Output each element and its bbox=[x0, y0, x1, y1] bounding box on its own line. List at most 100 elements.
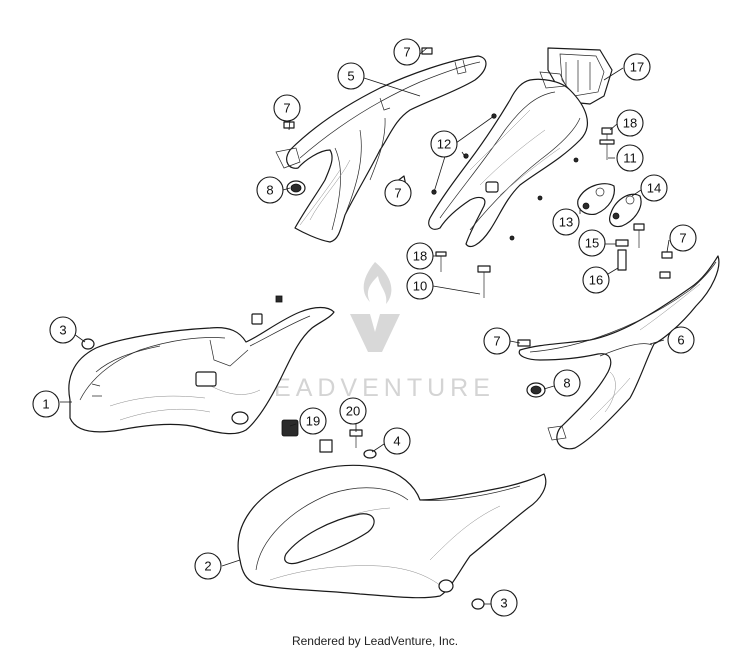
callout-circle bbox=[337, 62, 365, 90]
callout-5: 5 bbox=[337, 62, 365, 90]
callout-circle bbox=[490, 589, 518, 617]
side-panel-lower bbox=[237, 464, 547, 599]
callout-circle bbox=[384, 179, 412, 207]
callout-number: 16 bbox=[589, 273, 603, 288]
callout-17: 17 bbox=[623, 53, 651, 81]
callout-2: 2 bbox=[194, 552, 222, 580]
callout-6: 6 bbox=[667, 326, 695, 354]
grommet-left bbox=[286, 180, 306, 196]
callout-circle bbox=[406, 272, 434, 300]
hardware-right bbox=[615, 223, 673, 279]
callout-number: 11 bbox=[623, 151, 637, 166]
callout-7: 7 bbox=[273, 94, 301, 122]
callout-7: 7 bbox=[669, 224, 697, 252]
callout-16: 16 bbox=[582, 266, 610, 294]
callout-circle bbox=[194, 552, 222, 580]
rear-cover-right bbox=[518, 255, 720, 450]
callout-number: 7 bbox=[394, 186, 401, 201]
callout-number: 8 bbox=[563, 376, 570, 391]
footer-credit: Rendered by LeadVenture, Inc. bbox=[291, 634, 459, 648]
small-clip bbox=[251, 295, 283, 325]
callout-circle bbox=[393, 38, 421, 66]
hardware-lower-center bbox=[319, 429, 377, 459]
callout-number: 3 bbox=[59, 323, 66, 338]
callout-circle bbox=[578, 229, 606, 257]
callout-18: 18 bbox=[406, 242, 434, 270]
bracket-14 bbox=[609, 193, 642, 228]
callout-circle bbox=[406, 242, 434, 270]
callout-number: 18 bbox=[413, 249, 427, 264]
callout-number: 7 bbox=[679, 231, 686, 246]
callouts: 1 2 3 3 4 5 6 7 7 7 7 7 8 8 10 11 12 13 … bbox=[32, 38, 697, 617]
watermark-text: LEADVENTURE bbox=[255, 374, 495, 402]
callout-4: 4 bbox=[383, 427, 411, 455]
callout-10: 10 bbox=[406, 272, 434, 300]
callout-number: 17 bbox=[630, 60, 644, 75]
rivet bbox=[509, 235, 515, 241]
callout-8: 8 bbox=[553, 369, 581, 397]
callout-circle bbox=[299, 407, 327, 435]
callout-circle bbox=[256, 176, 284, 204]
bushing-left bbox=[81, 338, 95, 350]
callout-circle bbox=[383, 427, 411, 455]
callout-circle bbox=[640, 174, 668, 202]
callout-circle bbox=[552, 208, 580, 236]
callout-circle bbox=[483, 327, 511, 355]
rivet bbox=[573, 157, 579, 163]
grommet-right bbox=[526, 382, 546, 398]
bushing-lower bbox=[471, 598, 485, 610]
rivet bbox=[463, 153, 469, 159]
callout-number: 6 bbox=[677, 333, 684, 348]
callout-circle bbox=[669, 224, 697, 252]
callout-number: 14 bbox=[647, 181, 661, 196]
callout-number: 19 bbox=[306, 414, 320, 429]
callout-circle bbox=[667, 326, 695, 354]
watermark-v-icon bbox=[350, 314, 400, 352]
callout-number: 2 bbox=[204, 559, 211, 574]
rivet bbox=[537, 195, 543, 201]
callout-number: 15 bbox=[585, 236, 599, 251]
callout-circle bbox=[273, 94, 301, 122]
clip-19 bbox=[281, 419, 299, 437]
bracket-13 bbox=[577, 183, 615, 215]
callout-number: 7 bbox=[283, 101, 290, 116]
callout-20: 20 bbox=[339, 397, 367, 425]
callout-circle bbox=[32, 390, 60, 418]
callout-7: 7 bbox=[483, 327, 511, 355]
callout-3: 3 bbox=[49, 316, 77, 344]
callout-number: 3 bbox=[500, 596, 507, 611]
watermark: LEADVENTURE bbox=[255, 262, 495, 402]
callout-circle bbox=[582, 266, 610, 294]
callout-7: 7 bbox=[384, 179, 412, 207]
callout-number: 8 bbox=[266, 183, 273, 198]
callout-circle bbox=[49, 316, 77, 344]
callout-circle bbox=[616, 144, 644, 172]
callout-15: 15 bbox=[578, 229, 606, 257]
callout-14: 14 bbox=[640, 174, 668, 202]
callout-number: 5 bbox=[347, 69, 354, 84]
callout-19: 19 bbox=[299, 407, 327, 435]
hardware-center bbox=[435, 127, 615, 298]
callout-3: 3 bbox=[490, 589, 518, 617]
callout-13: 13 bbox=[552, 208, 580, 236]
callout-number: 20 bbox=[346, 404, 360, 419]
callout-number: 4 bbox=[393, 434, 400, 449]
callout-number: 13 bbox=[559, 215, 573, 230]
callout-number: 12 bbox=[437, 137, 451, 152]
side-panel-left-front bbox=[68, 306, 335, 435]
callout-number: 18 bbox=[623, 116, 637, 131]
callout-circle bbox=[616, 109, 644, 137]
callout-circle bbox=[430, 130, 458, 158]
tail-holder bbox=[428, 47, 613, 248]
callout-circle bbox=[553, 369, 581, 397]
callout-number: 10 bbox=[413, 279, 427, 294]
callout-number: 7 bbox=[493, 334, 500, 349]
callout-1: 1 bbox=[32, 390, 60, 418]
callout-number: 7 bbox=[403, 45, 410, 60]
callout-18: 18 bbox=[616, 109, 644, 137]
rear-cover-left bbox=[275, 55, 487, 243]
screw-right-mid bbox=[517, 339, 531, 347]
callout-7: 7 bbox=[393, 38, 421, 66]
callout-8: 8 bbox=[256, 176, 284, 204]
